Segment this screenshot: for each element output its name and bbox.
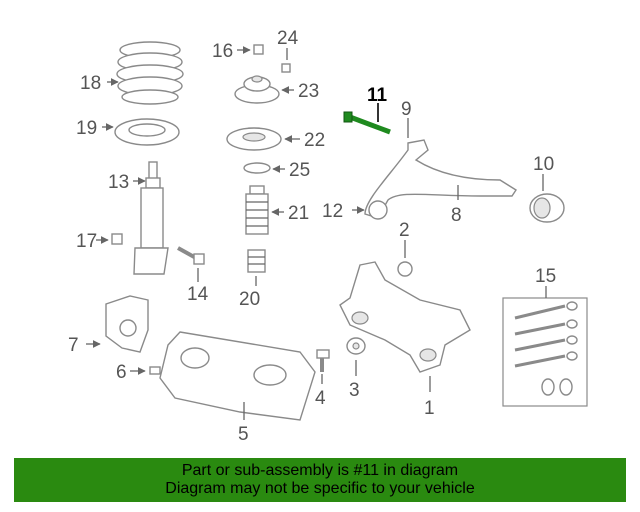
label-2: 2: [399, 220, 410, 241]
label-8: 8: [451, 205, 462, 226]
label-20: 20: [239, 289, 260, 310]
bump-stop[interactable]: [247, 249, 266, 273]
label-17: 17: [76, 231, 97, 252]
subframe-bolt[interactable]: [316, 349, 330, 372]
washer[interactable]: [397, 261, 413, 277]
o-ring[interactable]: [243, 162, 271, 174]
rear-bushing[interactable]: [529, 193, 565, 223]
label-16: 16: [212, 41, 233, 62]
top-nut[interactable]: [253, 44, 264, 55]
strut-bolt[interactable]: [177, 246, 205, 265]
label-23: 23: [298, 81, 319, 102]
label-14: 14: [187, 284, 209, 305]
skid-plate[interactable]: [159, 331, 316, 421]
banner-line-1: Part or sub-assembly is #11 in diagram: [181, 462, 459, 479]
label-24: 24: [277, 28, 299, 49]
coil-spring[interactable]: [116, 41, 184, 105]
label-12: 12: [322, 201, 343, 222]
label-3: 3: [349, 380, 360, 401]
strut-mount[interactable]: [234, 75, 280, 104]
parts-diagram: 18 19 13 17 16 24 23 22 25: [68, 28, 588, 445]
label-19: 19: [76, 118, 97, 139]
label-1: 1: [424, 398, 435, 419]
control-arm-bolt[interactable]: [343, 111, 391, 135]
part-notice-banner: Part or sub-assembly is #11 in diagram D…: [14, 458, 626, 502]
banner-line-2: Diagram may not be specific to your vehi…: [165, 480, 475, 497]
label-10: 10: [533, 154, 554, 175]
dust-boot[interactable]: [245, 185, 269, 235]
nut[interactable]: [111, 233, 123, 245]
crossmember[interactable]: [339, 261, 471, 373]
bolt-kit[interactable]: [502, 297, 588, 407]
label-15: 15: [535, 266, 556, 287]
spring-seat[interactable]: [114, 118, 180, 146]
control-arm[interactable]: [364, 139, 517, 220]
knuckle-bolt[interactable]: [149, 366, 161, 375]
label-22: 22: [304, 130, 325, 151]
label-13: 13: [108, 172, 129, 193]
label-11: 11: [367, 85, 388, 106]
bearing-plate[interactable]: [226, 127, 282, 151]
subframe-bushing[interactable]: [346, 337, 366, 355]
label-25: 25: [289, 160, 310, 181]
label-18: 18: [80, 73, 101, 94]
steering-knuckle[interactable]: [105, 295, 149, 353]
cap[interactable]: [281, 63, 291, 73]
label-9: 9: [401, 99, 412, 120]
label-5: 5: [238, 424, 249, 445]
strut[interactable]: [133, 161, 169, 275]
label-7: 7: [68, 335, 79, 356]
label-6: 6: [116, 362, 127, 383]
label-21: 21: [288, 203, 309, 224]
label-4: 4: [315, 388, 326, 409]
